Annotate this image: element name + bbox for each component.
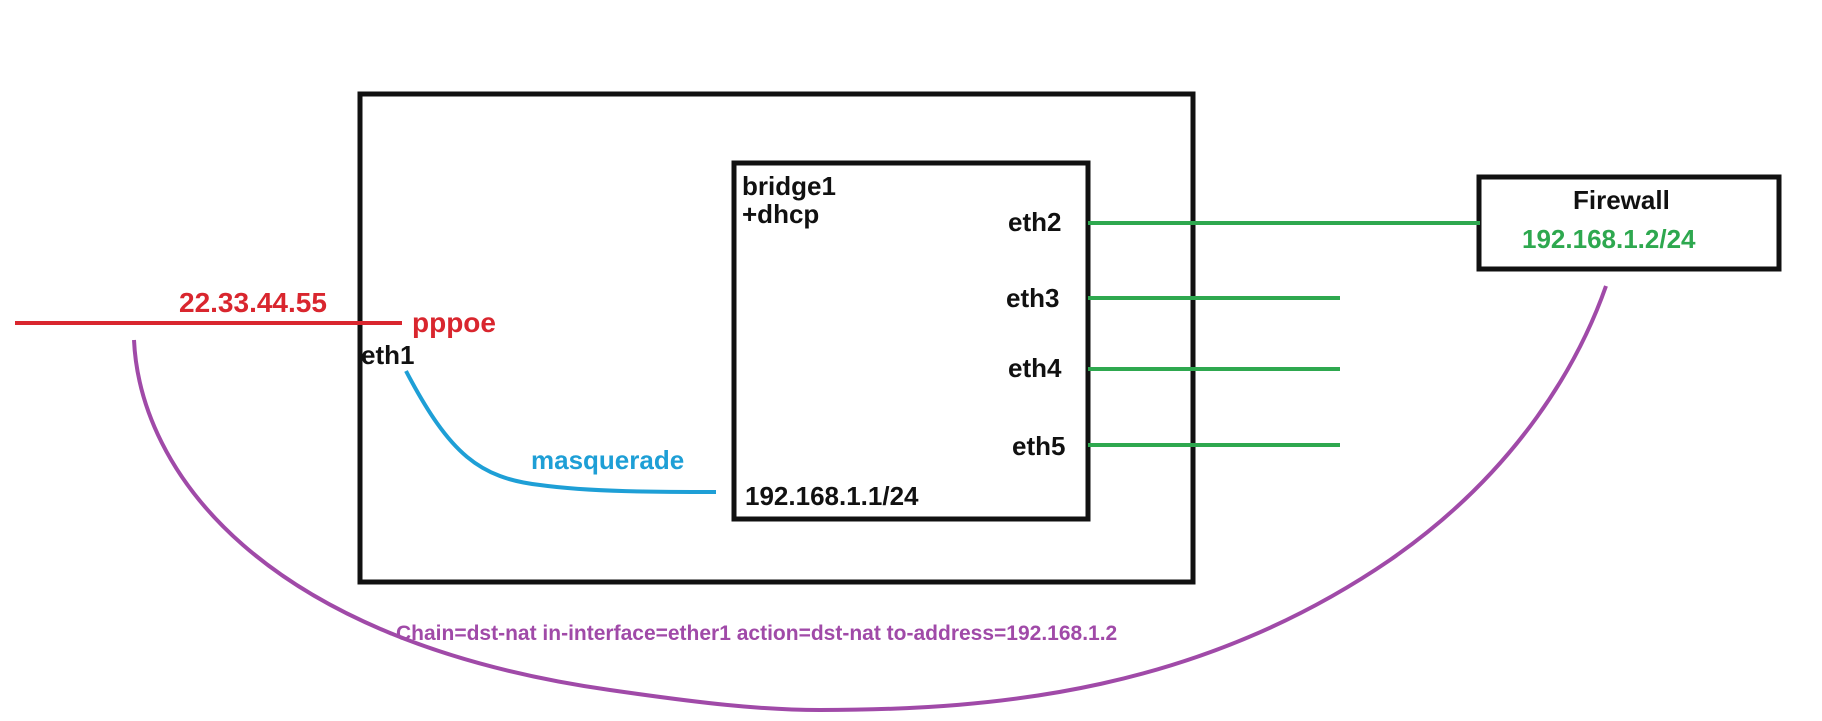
bridge-box [731, 160, 1091, 522]
pppoe-label: pppoe [412, 307, 496, 338]
dstnat-arc [132, 285, 1608, 713]
bridge-service-label: +dhcp [742, 199, 820, 229]
bridge-name-label: bridge1 [742, 171, 836, 201]
masquerade-label: masquerade [531, 445, 685, 475]
eth1-label: eth1 [361, 340, 415, 370]
port-eth4-label: eth4 [1008, 353, 1062, 383]
dstnat-rule-label: Chain=dst-nat in-interface=ether1 action… [396, 622, 1118, 645]
wan-ip-label: 22.33.44.55 [179, 287, 327, 318]
router-box [357, 91, 1196, 585]
bridge-address-label: 192.168.1.1/24 [745, 481, 919, 511]
port-eth5-label: eth5 [1012, 431, 1066, 461]
port-eth3-label: eth3 [1006, 283, 1060, 313]
firewall-title: Firewall [1573, 185, 1670, 215]
firewall-address-label: 192.168.1.2/24 [1522, 224, 1696, 254]
masquerade-curve [404, 370, 717, 494]
port-eth2-label: eth2 [1008, 207, 1062, 237]
